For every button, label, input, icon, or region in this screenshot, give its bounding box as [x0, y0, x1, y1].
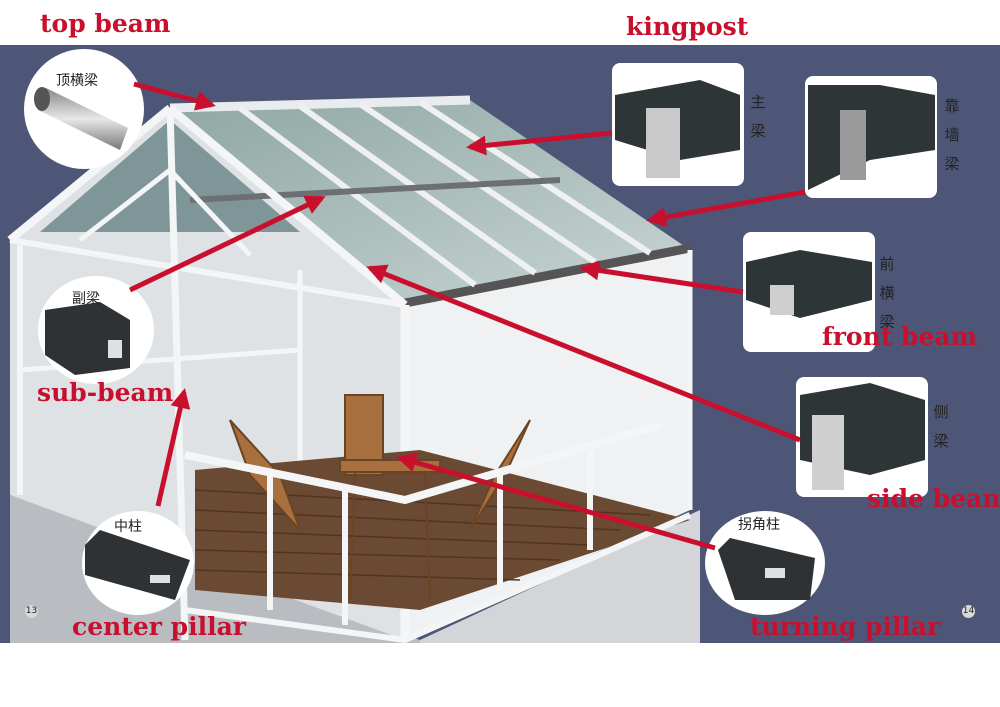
- label-side-beam: side beam: [867, 484, 1000, 513]
- label-front-beam: front beam: [822, 322, 978, 351]
- cn-side-beam: 侧梁: [933, 403, 949, 450]
- label-top-beam: top beam: [40, 9, 171, 38]
- inset-front-beam: [743, 232, 875, 352]
- inset-side-beam: [796, 377, 928, 497]
- page-number-left: 13: [25, 605, 38, 618]
- cn-kingpost: 主梁: [750, 93, 766, 140]
- inset-top-beam: [24, 49, 144, 169]
- callout-arrows: [128, 81, 806, 551]
- cn-center-pillar: 中柱: [114, 519, 142, 535]
- cn-sub-beam: 副梁: [72, 291, 100, 307]
- label-center-pillar: center pillar: [72, 612, 246, 641]
- inset-wall-beam: [805, 76, 937, 198]
- cn-top-beam: 顶横梁: [56, 73, 98, 89]
- inset-turning-pillar: [705, 511, 825, 615]
- page-number-right: 14: [962, 605, 975, 618]
- deck-floor: [195, 450, 690, 610]
- label-kingpost: kingpost: [626, 12, 749, 41]
- label-turning-pillar: turning pillar: [750, 612, 941, 641]
- cn-front-beam: 前横梁: [879, 255, 895, 331]
- inset-sub-beam: [38, 276, 154, 384]
- inset-kingpost: [612, 63, 744, 186]
- label-sub-beam: sub-beam: [37, 378, 174, 407]
- inset-center-pillar: [82, 511, 194, 615]
- cn-wall-beam: 靠墙梁: [944, 97, 960, 173]
- cn-turning-pillar: 拐角柱: [738, 517, 780, 533]
